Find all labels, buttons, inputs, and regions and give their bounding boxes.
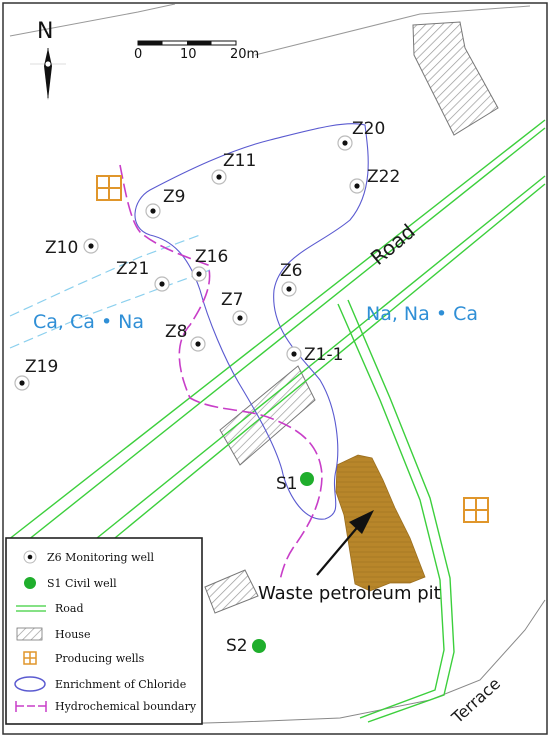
monitoring-well-icon bbox=[154, 276, 170, 292]
legend-house-icon bbox=[16, 627, 43, 641]
monitoring-well-icon bbox=[281, 281, 297, 297]
monitoring-well-icon bbox=[14, 375, 30, 391]
well-label-z19: Z19 bbox=[25, 357, 58, 377]
side-road bbox=[337, 299, 455, 723]
scale-tick-10: 10 bbox=[180, 47, 197, 62]
well-label-z22: Z22 bbox=[367, 167, 400, 187]
chloride-enrichment-outline bbox=[134, 123, 369, 520]
well-label-z10: Z10 bbox=[45, 238, 78, 258]
legend-house-label: House bbox=[55, 628, 90, 641]
well-label-z20: Z20 bbox=[352, 119, 385, 139]
monitoring-well-icon bbox=[349, 178, 365, 194]
well-label-z21: Z21 bbox=[116, 259, 149, 279]
house bbox=[204, 569, 259, 614]
north-arrow-icon bbox=[30, 48, 66, 100]
civil-well-icon bbox=[252, 639, 266, 653]
legend-monitoring-icon bbox=[23, 550, 37, 564]
house bbox=[219, 365, 316, 466]
monitoring-well-icon bbox=[232, 310, 248, 326]
monitoring-well-icon bbox=[83, 238, 99, 254]
monitoring-well-icon bbox=[145, 203, 161, 219]
well-label-z9: Z9 bbox=[163, 187, 185, 207]
legend-chloride-label: Enrichment of Chloride bbox=[55, 678, 186, 691]
scale-bar bbox=[137, 40, 237, 46]
legend-producing-icon bbox=[23, 651, 37, 665]
well-label-z6: Z6 bbox=[280, 261, 302, 281]
well-label-z16: Z16 bbox=[195, 247, 228, 267]
pit-label: Waste petroleum pit bbox=[258, 583, 441, 604]
monitoring-well-icon bbox=[190, 336, 206, 352]
legend-monitoring-label: Z6 Monitoring well bbox=[47, 551, 155, 564]
well-label-s2: S2 bbox=[226, 636, 248, 656]
north-label: N bbox=[37, 19, 53, 44]
legend-chloride-icon bbox=[14, 676, 46, 692]
well-label-z7: Z7 bbox=[221, 290, 243, 310]
monitoring-well-icon bbox=[191, 266, 207, 282]
hydrochemical-boundary bbox=[119, 164, 323, 581]
well-label-s1: S1 bbox=[276, 474, 298, 494]
zone-label-west: Ca, Ca • Na bbox=[33, 311, 144, 333]
house bbox=[412, 21, 499, 136]
legend: Z6 Monitoring well S1 Civil well Road Ho… bbox=[5, 537, 203, 725]
civil-well-icon bbox=[300, 472, 314, 486]
zone-dashed-line bbox=[9, 269, 211, 349]
well-label-z11: Z11 bbox=[223, 151, 256, 171]
monitoring-well-icon bbox=[337, 135, 353, 151]
legend-civil-label: S1 Civil well bbox=[47, 577, 117, 590]
legend-road-label: Road bbox=[55, 602, 84, 615]
legend-boundary-icon bbox=[15, 701, 47, 712]
pit-arrow-icon bbox=[316, 510, 374, 576]
well-label-z1-1: Z1-1 bbox=[304, 345, 343, 365]
zone-label-east: Na, Na • Ca bbox=[366, 303, 478, 325]
site-boundary-line bbox=[9, 3, 176, 37]
well-label-z8: Z8 bbox=[165, 322, 187, 342]
monitoring-well-icon bbox=[286, 346, 302, 362]
legend-boundary-label: Hydrochemical boundary bbox=[55, 700, 197, 713]
scale-tick-20m: 20m bbox=[230, 47, 259, 62]
producing-well-icon bbox=[96, 175, 122, 201]
site-boundary-line bbox=[254, 5, 531, 56]
producing-well-icon bbox=[463, 497, 489, 523]
legend-producing-label: Producing wells bbox=[55, 652, 145, 665]
scale-tick-0: 0 bbox=[134, 47, 142, 62]
monitoring-well-icon bbox=[211, 169, 227, 185]
waste-petroleum-pit bbox=[335, 454, 426, 592]
zone-dashed-line bbox=[9, 234, 201, 317]
legend-civil-icon bbox=[24, 577, 36, 589]
legend-road-icon bbox=[16, 605, 46, 612]
